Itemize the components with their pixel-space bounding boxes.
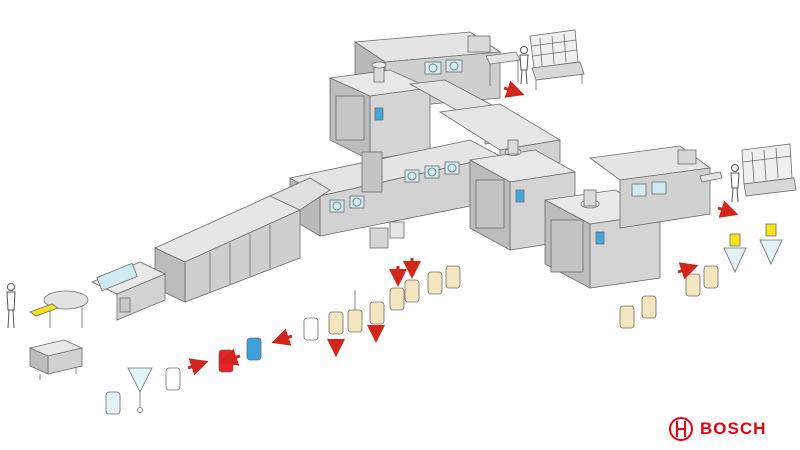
vial: [703, 265, 719, 289]
upper-sterilizer-chamber: [328, 61, 432, 161]
right-isolator-arm: [588, 145, 712, 229]
vial: [619, 305, 635, 329]
infeed-turntable: [29, 290, 89, 328]
vial: [445, 265, 461, 289]
flow-arrow: [187, 358, 209, 376]
vial-blue: [246, 337, 262, 361]
operator-figure: [519, 46, 529, 85]
material-cart: [28, 339, 84, 380]
brand-logo: BOSCH: [666, 416, 796, 442]
vial-red: [218, 349, 234, 373]
small-transfer-unit: [369, 221, 405, 249]
vial: [389, 287, 405, 311]
flow-arrows: [187, 80, 739, 376]
bosch-armature-logo-icon: [669, 417, 693, 441]
vial: [404, 279, 420, 303]
upper-loading-station: [485, 29, 585, 90]
funnel-apparatus: [723, 247, 747, 273]
flow-arrow: [717, 200, 739, 218]
flow-arrow: [271, 328, 293, 346]
vial: [165, 367, 181, 391]
vial: [303, 317, 319, 341]
depyrogenation-tunnel: [154, 177, 331, 303]
flow-arrow: [677, 262, 699, 280]
funnel-apparatus: [759, 239, 783, 265]
vial: [685, 273, 701, 297]
flow-arrow: [219, 348, 241, 366]
vial: [369, 301, 385, 325]
vial: [641, 295, 657, 319]
brand-wordmark: BOSCH: [700, 419, 767, 438]
right-sterilizer-a: [468, 139, 577, 251]
operator-figure: [730, 164, 740, 203]
vial: [347, 309, 363, 333]
vial: [105, 391, 121, 415]
operator-figure: [6, 283, 16, 329]
right-sterilizer-b: [543, 189, 662, 289]
flow-arrow: [503, 80, 525, 98]
vial: [328, 311, 344, 335]
process-vials: [105, 223, 783, 415]
vial-washing-machine: [91, 261, 166, 321]
vial: [427, 271, 443, 295]
right-loading-station: [699, 143, 797, 197]
cone-filter-apparatus: [127, 367, 153, 393]
